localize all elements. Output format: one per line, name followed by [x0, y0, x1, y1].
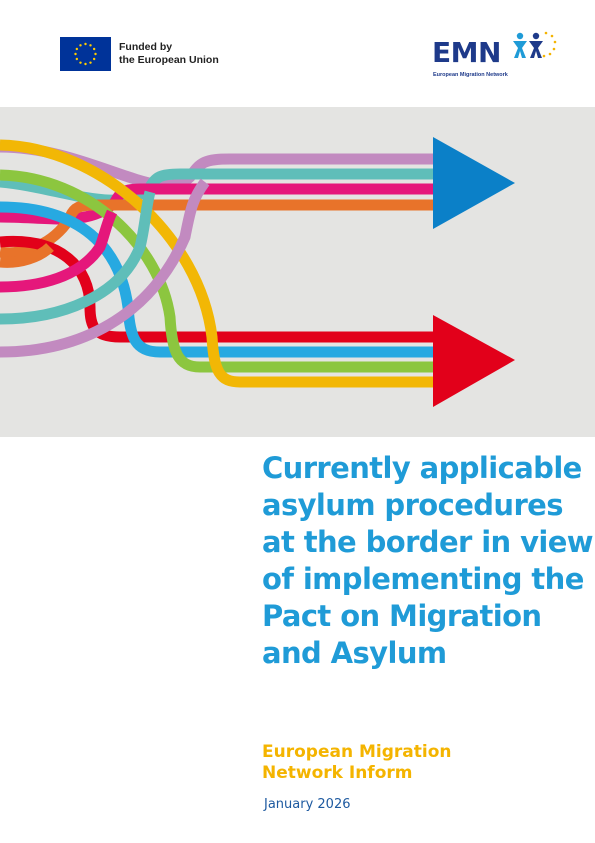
eu-star	[74, 52, 77, 56]
converging-arrows-graphic	[0, 107, 595, 437]
red-arrowhead	[433, 315, 515, 407]
title-line: of implementing the	[262, 562, 584, 596]
series-line: European Migration	[262, 742, 452, 762]
emn-logo: EMN European Migration Network	[430, 28, 565, 83]
eu-star	[89, 61, 92, 64]
eu-star	[94, 52, 97, 56]
eu-funded-label: Funded by	[119, 41, 173, 53]
eu-star	[89, 44, 92, 47]
series-line: Network Inform	[262, 763, 413, 783]
eu-flag-icon	[60, 37, 111, 71]
title-line: asylum procedures	[262, 488, 564, 522]
title-line: Pact on Migration	[262, 599, 542, 633]
title-line: Currently applicable	[262, 451, 582, 485]
report-title: Currently applicable asylum procedures a…	[262, 450, 594, 672]
emn-logo-subtitle: European Migration Network	[433, 72, 508, 78]
cover-banner-illustration	[0, 107, 595, 437]
eu-star	[92, 47, 96, 51]
publication-series: European Migration Network Inform	[262, 742, 451, 784]
title-line: and Asylum	[262, 636, 447, 670]
blue-arrowhead	[433, 137, 515, 229]
eu-funding-logo: Funded by the European Union	[60, 37, 219, 71]
emn-logo-letters: EMN	[432, 36, 501, 69]
eu-star	[92, 57, 96, 61]
eu-star	[84, 62, 87, 66]
eu-name-label: the European Union	[119, 54, 219, 66]
emn-people-icon	[513, 31, 557, 58]
eu-star	[79, 44, 82, 47]
publication-date: January 2026	[264, 797, 351, 812]
eu-star	[84, 42, 87, 46]
eu-star	[75, 57, 79, 61]
eu-star	[79, 61, 82, 64]
title-line: at the border in view	[262, 525, 594, 559]
eu-star	[75, 47, 79, 51]
